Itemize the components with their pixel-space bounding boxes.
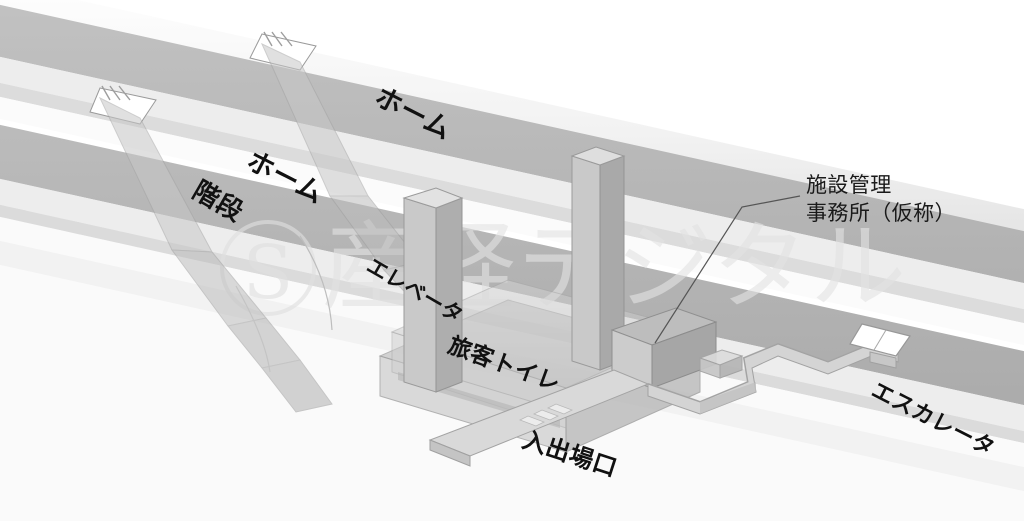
callout-line-1: 施設管理 (806, 173, 892, 197)
upper-platform-fascia-shadow (0, 82, 1024, 324)
callout-line-2: 事務所（仮称） (806, 200, 956, 225)
stair-guide-curve-a (299, 235, 333, 331)
stair-guide-curve-b (235, 285, 271, 373)
lower-platform-back-edge (0, 118, 1024, 352)
elevator-shaft-left (402, 187, 464, 393)
stair-run-lower (98, 96, 333, 413)
upper-platform-deck (0, 0, 1024, 324)
elevator-shaft-right (570, 146, 626, 371)
callout-leader-line (654, 195, 801, 344)
upper-platform-fascia (0, 56, 1024, 310)
platform-kiosk-right (698, 349, 744, 379)
upper-platform-surface (0, 2, 1024, 284)
escalator-opening-right (849, 323, 911, 369)
callout-facility-office: 施設管理 事務所（仮称） (806, 172, 956, 227)
connecting-walkway-lower (428, 369, 650, 467)
lower-platform-surface (0, 124, 1024, 406)
connecting-walkway-right (647, 340, 899, 415)
